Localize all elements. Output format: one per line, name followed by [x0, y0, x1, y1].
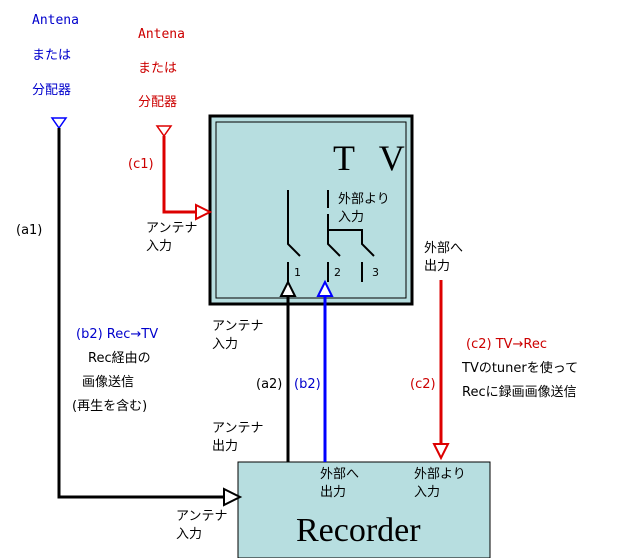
red-source-line3: 分配器 [138, 95, 177, 110]
tv-external-out-line1: 外部へ [424, 241, 463, 256]
tv-box [208, 114, 414, 306]
c2-note-line2: Recに録画画像送信 [462, 385, 577, 400]
b2-label: (b2) [294, 377, 321, 392]
red-antenna-icon [155, 125, 173, 138]
c2-label: (c2) [410, 377, 436, 392]
red-source-line2: または [138, 61, 177, 76]
tv-switches [287, 190, 375, 282]
c1-label: (c1) [128, 157, 154, 172]
c2-note-title: (c2) TV→Rec [466, 337, 547, 352]
tv-external-in-line1: 外部より [338, 192, 390, 207]
recorder-external-out-line2: 出力 [320, 485, 346, 500]
b2-note-line2: 画像送信 [82, 375, 134, 390]
switch-label-2: 2 [334, 266, 341, 279]
rec-antenna-out-line2: 出力 [212, 439, 238, 454]
switch-label-3: 3 [372, 266, 379, 279]
red-source-line1: Antena [138, 27, 185, 42]
recorder-antenna-in-line2: 入力 [176, 527, 202, 542]
c2-arrowhead [432, 443, 450, 461]
blue-antenna-icon [50, 117, 68, 130]
recorder-title: Recorder [296, 512, 421, 549]
a1-label: (a1) [16, 223, 42, 238]
a1-arrowhead [223, 487, 243, 507]
c1-arrowhead [195, 203, 213, 221]
c2-note-line1: TVのtunerを使って [461, 360, 578, 376]
rec-antenna-out-line1: アンテナ [212, 421, 263, 436]
b2-note-line1: Rec経由の [88, 351, 151, 366]
tv-antenna-in-line1: アンテナ [146, 221, 197, 236]
recorder-external-in-line2: 入力 [414, 485, 440, 500]
a1-line [57, 128, 226, 499]
tv-antenna-in-line2: 入力 [146, 239, 172, 254]
b2-note-title: (b2) Rec→TV [76, 327, 158, 342]
recorder-external-out-line1: 外部へ [320, 467, 359, 482]
c1-line [162, 136, 196, 214]
tv-antenna-in-below-line2: 入力 [212, 337, 238, 352]
blue-source-line2: または [32, 48, 71, 63]
tv-external-in-line2: 入力 [338, 210, 364, 225]
switch-label-1: 1 [294, 266, 301, 279]
blue-source-line1: Antena [32, 13, 79, 28]
a2-label: (a2) [256, 377, 282, 392]
a2-arrowhead [279, 279, 297, 297]
tv-title: T V [333, 138, 413, 178]
b2-note-line3: (再生を含む) [72, 398, 147, 414]
blue-source-line3: 分配器 [32, 83, 71, 98]
recorder-box [237, 461, 491, 558]
tv-antenna-in-below-line1: アンテナ [212, 319, 263, 334]
b2-arrowhead [316, 279, 334, 297]
recorder-antenna-in-line1: アンテナ [176, 509, 227, 524]
recorder-external-in-line1: 外部より [414, 467, 466, 482]
tv-external-out-line2: 出力 [424, 259, 450, 274]
